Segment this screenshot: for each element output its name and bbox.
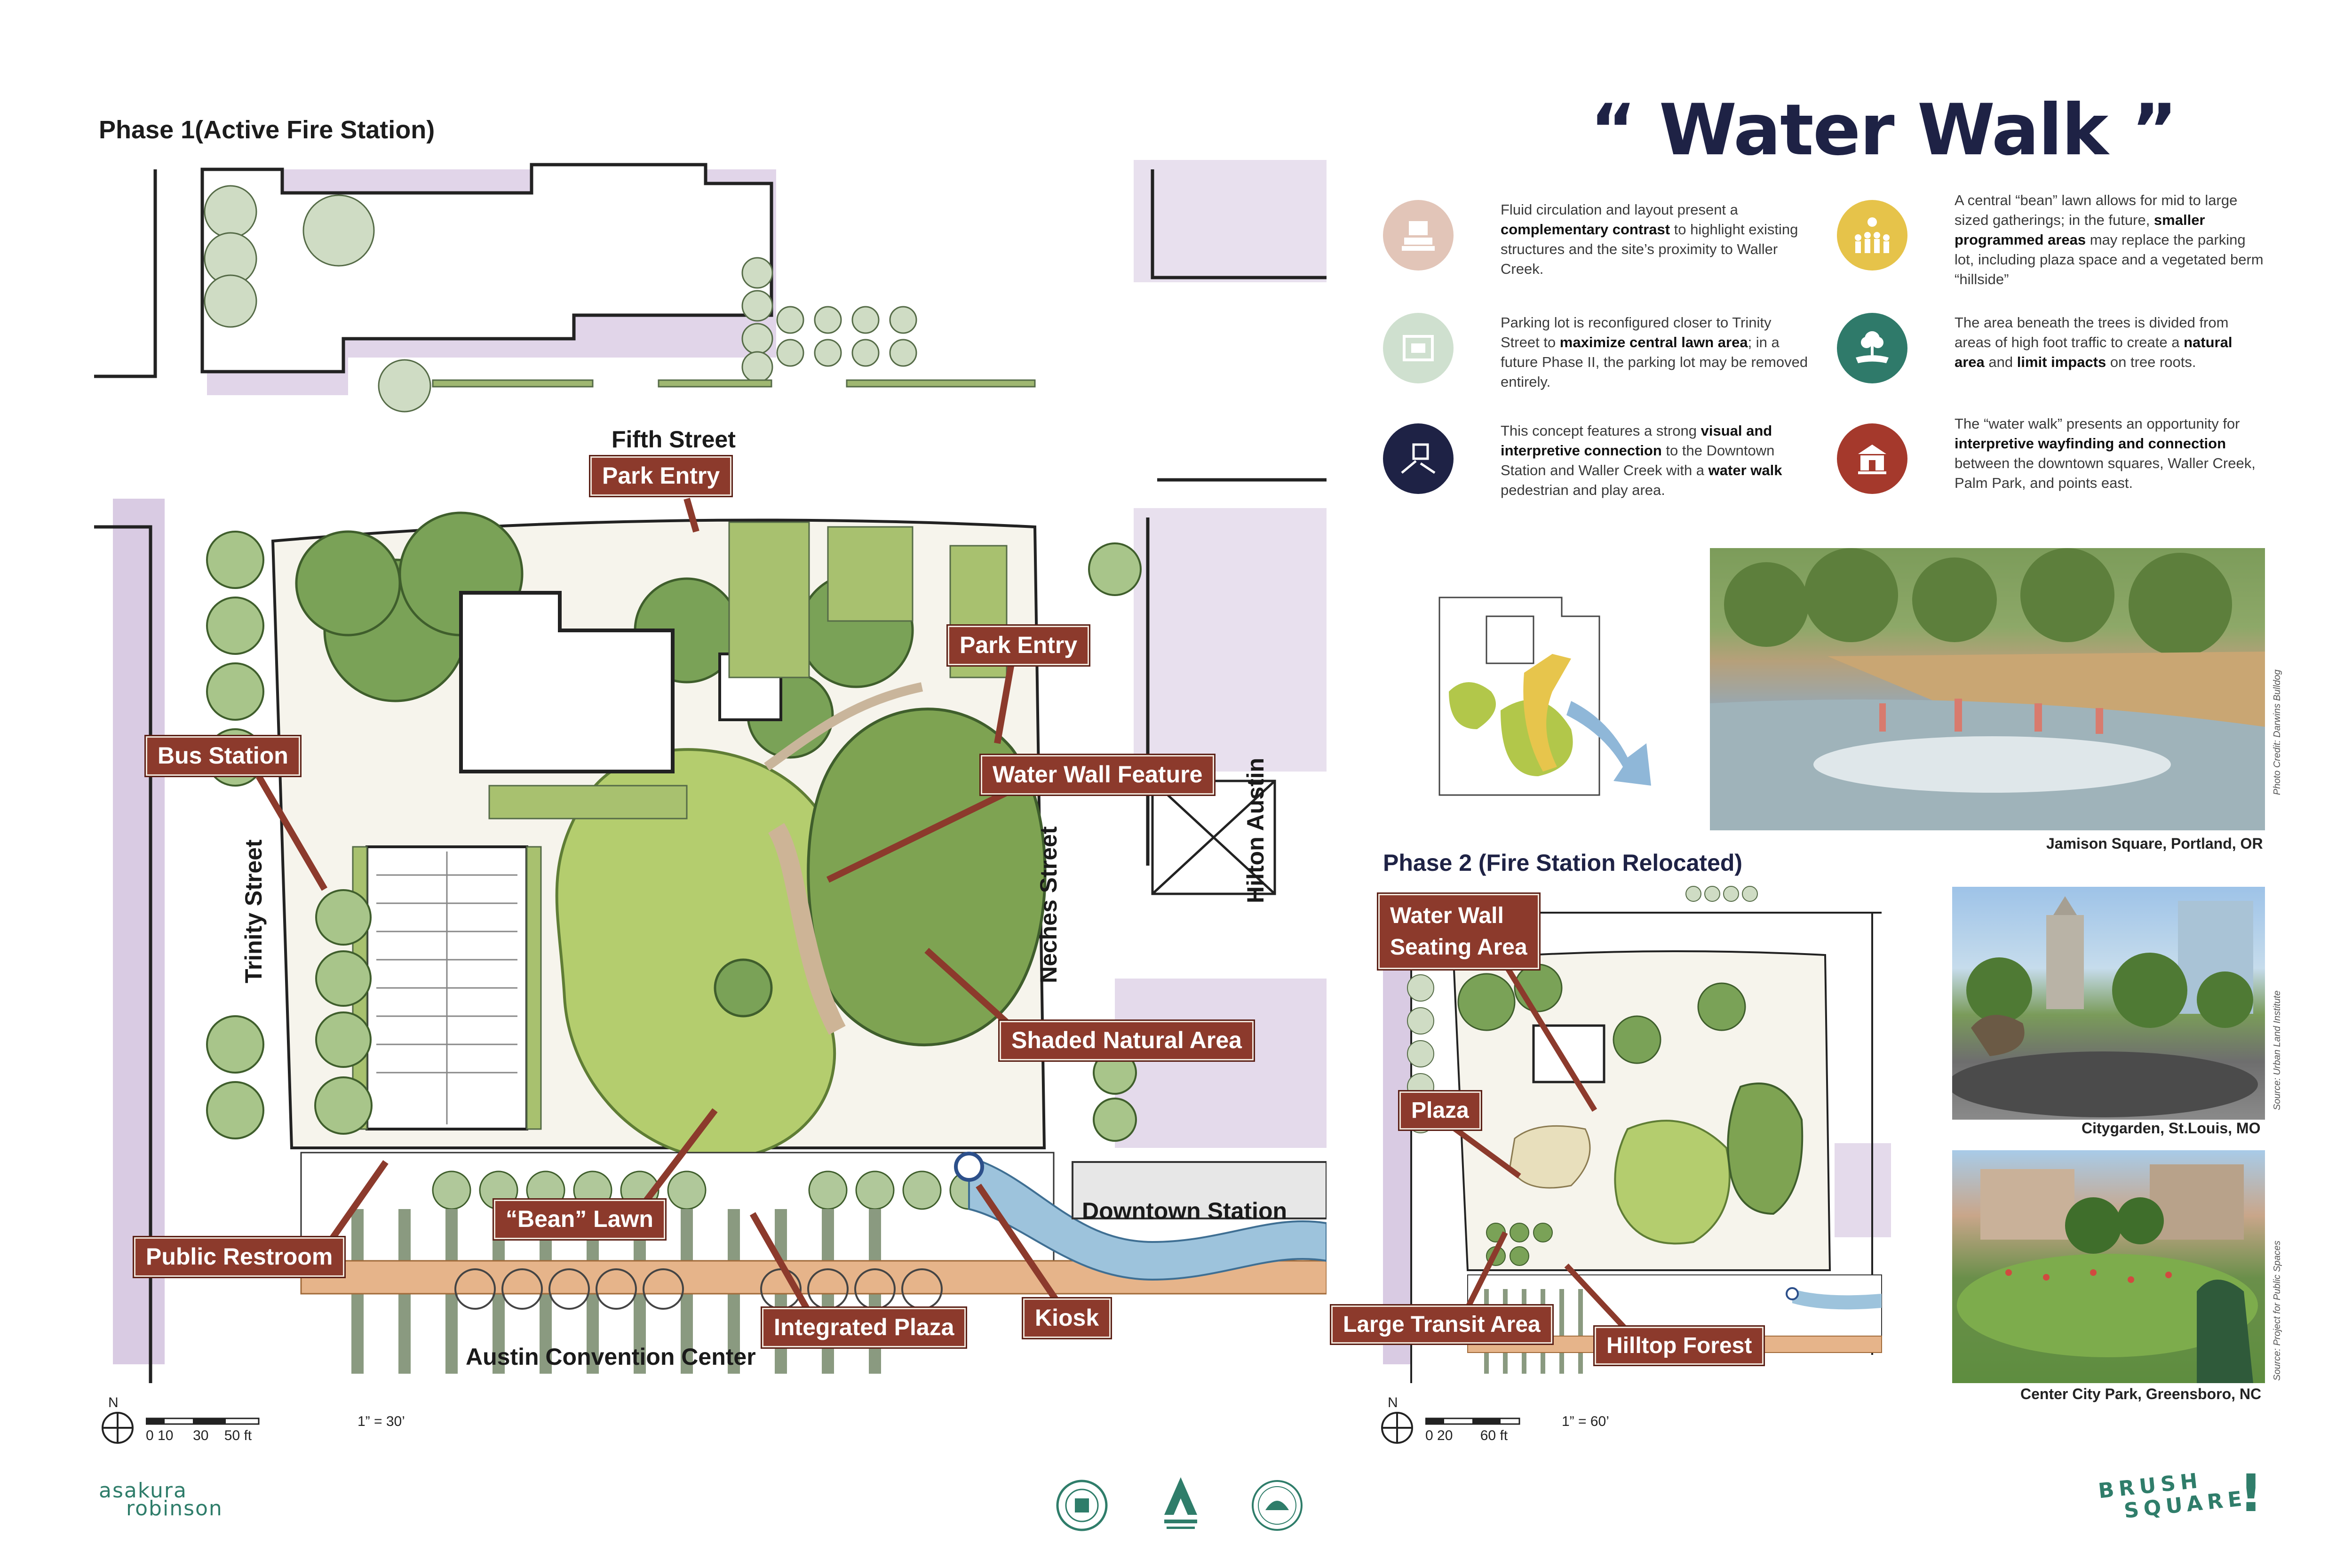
phase1-callout-lines (255, 498, 1071, 1319)
label-bean-lawn: “Bean” Lawn (494, 1200, 665, 1239)
leader-integrated-plaza (749, 1212, 812, 1314)
feature-desc-5: This concept features a strong visual an… (1501, 422, 1782, 498)
crowd-icon (1837, 200, 1907, 271)
feature-desc-4: The area beneath the trees is divided fr… (1955, 314, 2233, 370)
feature-desc-1: Fluid circulation and layout present a c… (1501, 201, 1798, 277)
feature-desc-6: The “water walk” presents an opportunity… (1955, 415, 2256, 491)
station-label-downtown: Downtown Station (1082, 1198, 1287, 1224)
label-bus-station: Bus Station (146, 736, 300, 776)
north-label-phase2: N (1388, 1395, 1398, 1410)
label-large-transit-area: Large Transit Area (1331, 1305, 1552, 1344)
station-icon (1837, 423, 1907, 494)
leader-water-wall (826, 787, 1013, 883)
leader-park-entry-right (994, 662, 1015, 744)
label-park-entry-top: Park Entry (590, 456, 732, 496)
phase2-callout-lines (1447, 963, 1635, 1338)
label-water-wall-seating-line1: Water Wall (1390, 903, 1504, 928)
label-water-wall-seating-line2: Seating Area (1390, 935, 1527, 960)
caption-center-city-park: Center City Park, Greensboro, NC (2020, 1385, 2262, 1402)
page-title: “ Water Walk ” (1590, 89, 2177, 171)
logo-brush-mark: ! (2239, 1463, 2263, 1523)
building-arrows-icon (1383, 423, 1454, 494)
leader-bean-lawn (637, 1108, 718, 1211)
label-public-restroom: Public Restroom (134, 1237, 345, 1277)
phase1-site-plan (94, 160, 1327, 1383)
label-kiosk: Kiosk (1023, 1298, 1111, 1338)
logo-asakura-robinson: asakura robinson (99, 1479, 223, 1520)
label-water-wall-feature: Water Wall Feature (981, 755, 1215, 795)
phase1-title: Phase 1(Active Fire Station) (99, 116, 435, 144)
street-label-fifth: Fifth Street (612, 426, 736, 453)
label-integrated-plaza: Integrated Plaza (762, 1308, 966, 1347)
leader-bus-station (255, 774, 328, 891)
caption-citygarden: Citygarden, St.Louis, MO (2082, 1120, 2261, 1137)
logo-brush-square: BRUSH SQUARE (2097, 1469, 2248, 1523)
photo-citygarden (1952, 887, 2265, 1120)
photo-jamison-square (1710, 548, 2265, 830)
concept-diagram (1438, 597, 1651, 796)
scale-bar (146, 1417, 260, 1425)
partner-seal-icon-1 (1056, 1480, 1108, 1531)
phase2-title: Phase 2 (Fire Station Relocated) (1383, 850, 1743, 876)
label-shaded-natural-area: Shaded Natural Area (1000, 1021, 1254, 1060)
north-arrow-icon-phase2 (1381, 1412, 1413, 1444)
caption-jamison-square: Jamison Square, Portland, OR (2046, 835, 2263, 852)
street-label-convention: Austin Convention Center (466, 1344, 756, 1370)
photo-center-city-park (1952, 1150, 2265, 1383)
north-arrow-icon (102, 1412, 134, 1444)
partner-seal-icon-2 (1164, 1477, 1197, 1529)
monument-icon (1383, 200, 1454, 271)
scale-ratio: 1” = 30’ (358, 1414, 405, 1429)
logo-asakura-line1: asakura (99, 1479, 187, 1503)
feature-desc-2: A central “bean” lawn allows for mid to … (1955, 192, 2264, 287)
scale-bar-phase2 (1425, 1417, 1520, 1425)
scale-ratio-phase2: 1” = 60’ (1562, 1414, 1609, 1429)
label-hilltop-forest: Hilltop Forest (1595, 1327, 1764, 1365)
tree-hand-icon (1837, 313, 1907, 383)
scale-ticks: 0 10 30 50 ft (146, 1428, 252, 1443)
parking-icon (1383, 313, 1454, 383)
label-park-entry-right: Park Entry (948, 626, 1089, 665)
north-label: N (108, 1395, 119, 1410)
label-water-wall-seating: Water Wall Seating Area (1378, 894, 1539, 970)
leader-park-entry-top (683, 498, 699, 533)
feature-desc-3: Parking lot is reconfigured closer to Tr… (1501, 314, 1808, 390)
logo-asakura-line2: robinson (126, 1496, 223, 1520)
scale-ticks-phase2: 0 20 60 ft (1425, 1428, 1508, 1443)
label-plaza: Plaza (1399, 1091, 1481, 1130)
partner-seal-icon-3 (1252, 1480, 1303, 1531)
leader-kiosk (976, 1184, 1071, 1319)
